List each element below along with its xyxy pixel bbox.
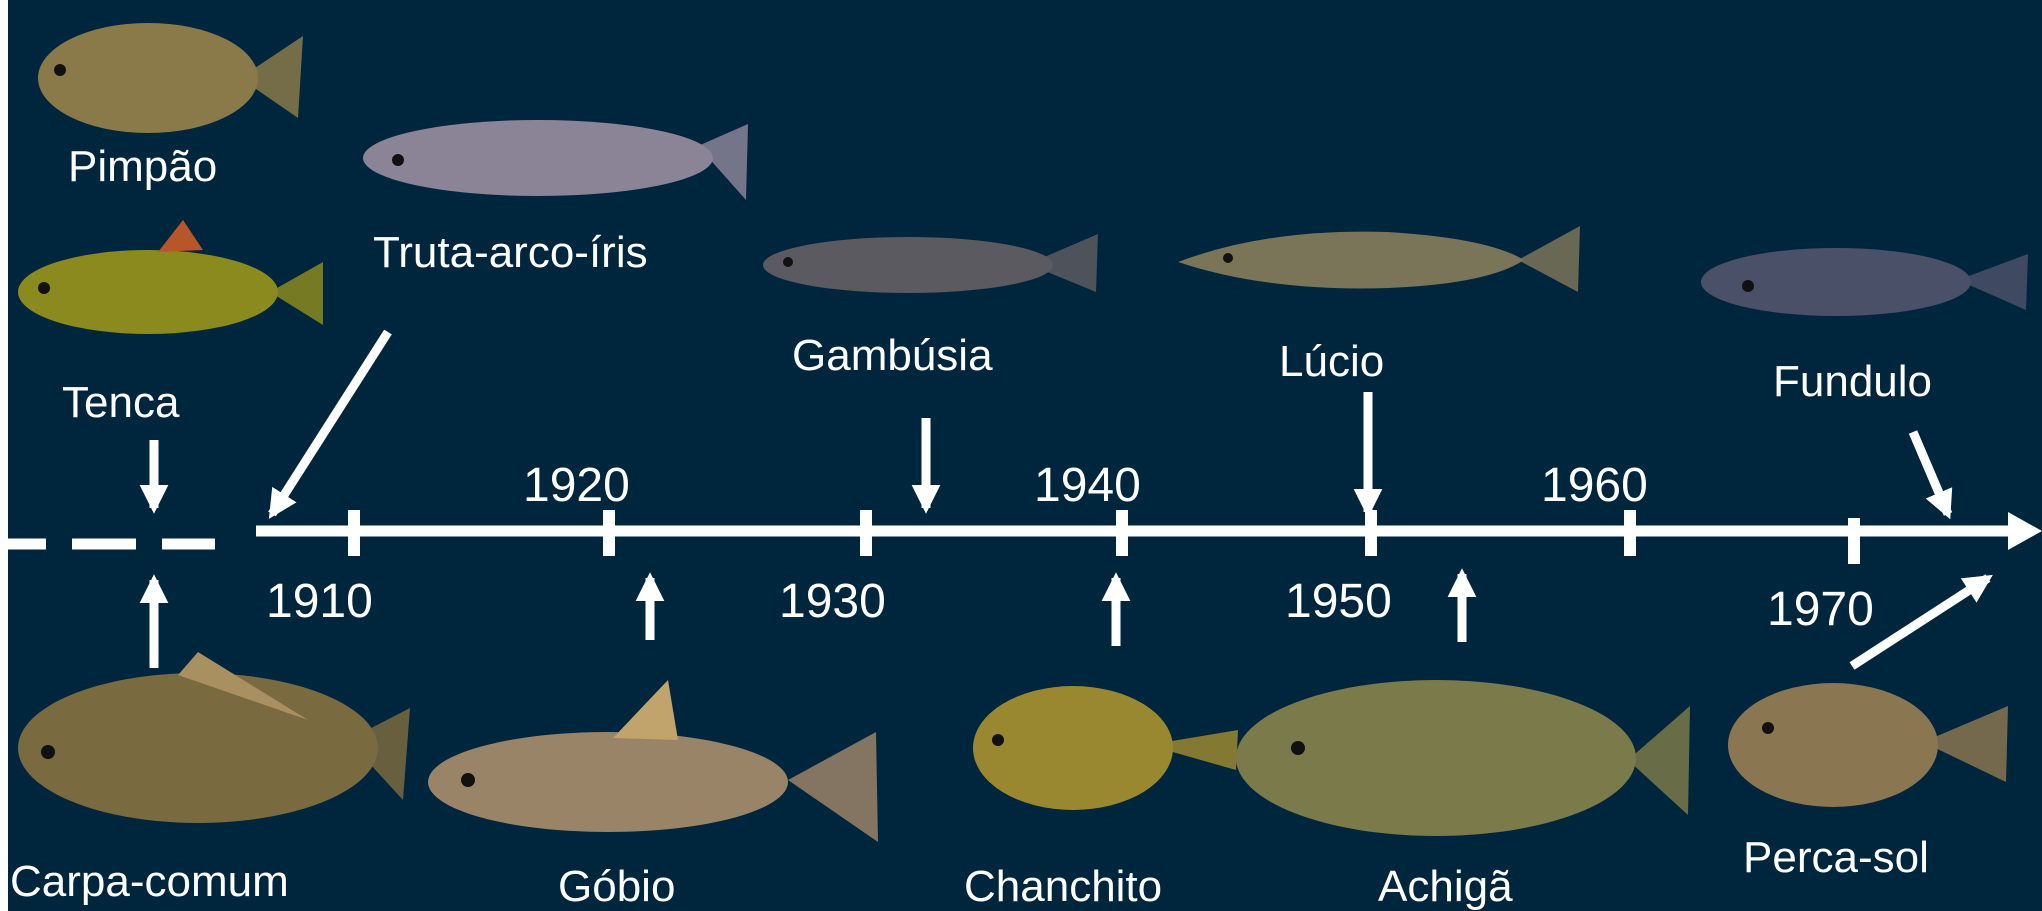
arrow-fundulo [1913,432,1948,514]
fish-label-pimpao: Pimpão [68,145,217,189]
year-label-1970: 1970 [1767,586,1874,634]
fish-tenca-image [18,220,323,334]
fish-carpa-image [18,652,410,823]
year-label-1960: 1960 [1541,462,1648,510]
tick-1960 [1624,510,1636,556]
tick-1950 [1365,510,1377,556]
fish-label-achiga: Achigã [1378,865,1513,909]
timeline-diagram: Pimpão Tenca Truta-arco-íris Gambúsia Lú… [8,0,2042,911]
fish-pimpao-image [38,23,303,133]
timeline-graphics [8,0,2042,911]
fish-label-truta: Truta-arco-íris [373,231,648,275]
fish-lucio-image [1178,226,1580,292]
tick-1970 [1848,518,1860,564]
fish-label-gambusia: Gambúsia [792,334,993,378]
fish-label-chanchito: Chanchito [964,865,1162,909]
fish-gambusia-image [763,234,1098,293]
year-ticks [348,510,1860,564]
year-label-1920: 1920 [523,462,630,510]
fish-label-gobio: Góbio [558,865,675,909]
arrow-truta [272,332,388,514]
tick-1910 [348,510,360,556]
fish-gobio-image [428,680,878,842]
fish-label-fundulo: Fundulo [1773,360,1932,404]
fish-percasol-image [1728,683,2008,807]
year-label-1910: 1910 [266,578,373,626]
year-label-1950: 1950 [1285,578,1392,626]
fish-label-carpa: Carpa-comum [10,860,289,904]
tick-1930 [860,510,872,556]
fish-label-percasol: Perca-sol [1743,836,1929,880]
fish-achiga-image [1236,680,1690,836]
tick-1940 [1116,510,1128,556]
fish-chanchito-image [973,686,1238,810]
fish-truta-image [363,120,748,200]
fish-label-tenca: Tenca [62,381,179,425]
fish-label-lucio: Lúcio [1279,340,1384,384]
fish-fundulo-image [1701,248,2028,316]
tick-1920 [603,510,615,556]
year-label-1940: 1940 [1034,462,1141,510]
year-label-1930: 1930 [779,578,886,626]
timeline-axis-arrowhead [2008,512,2042,550]
